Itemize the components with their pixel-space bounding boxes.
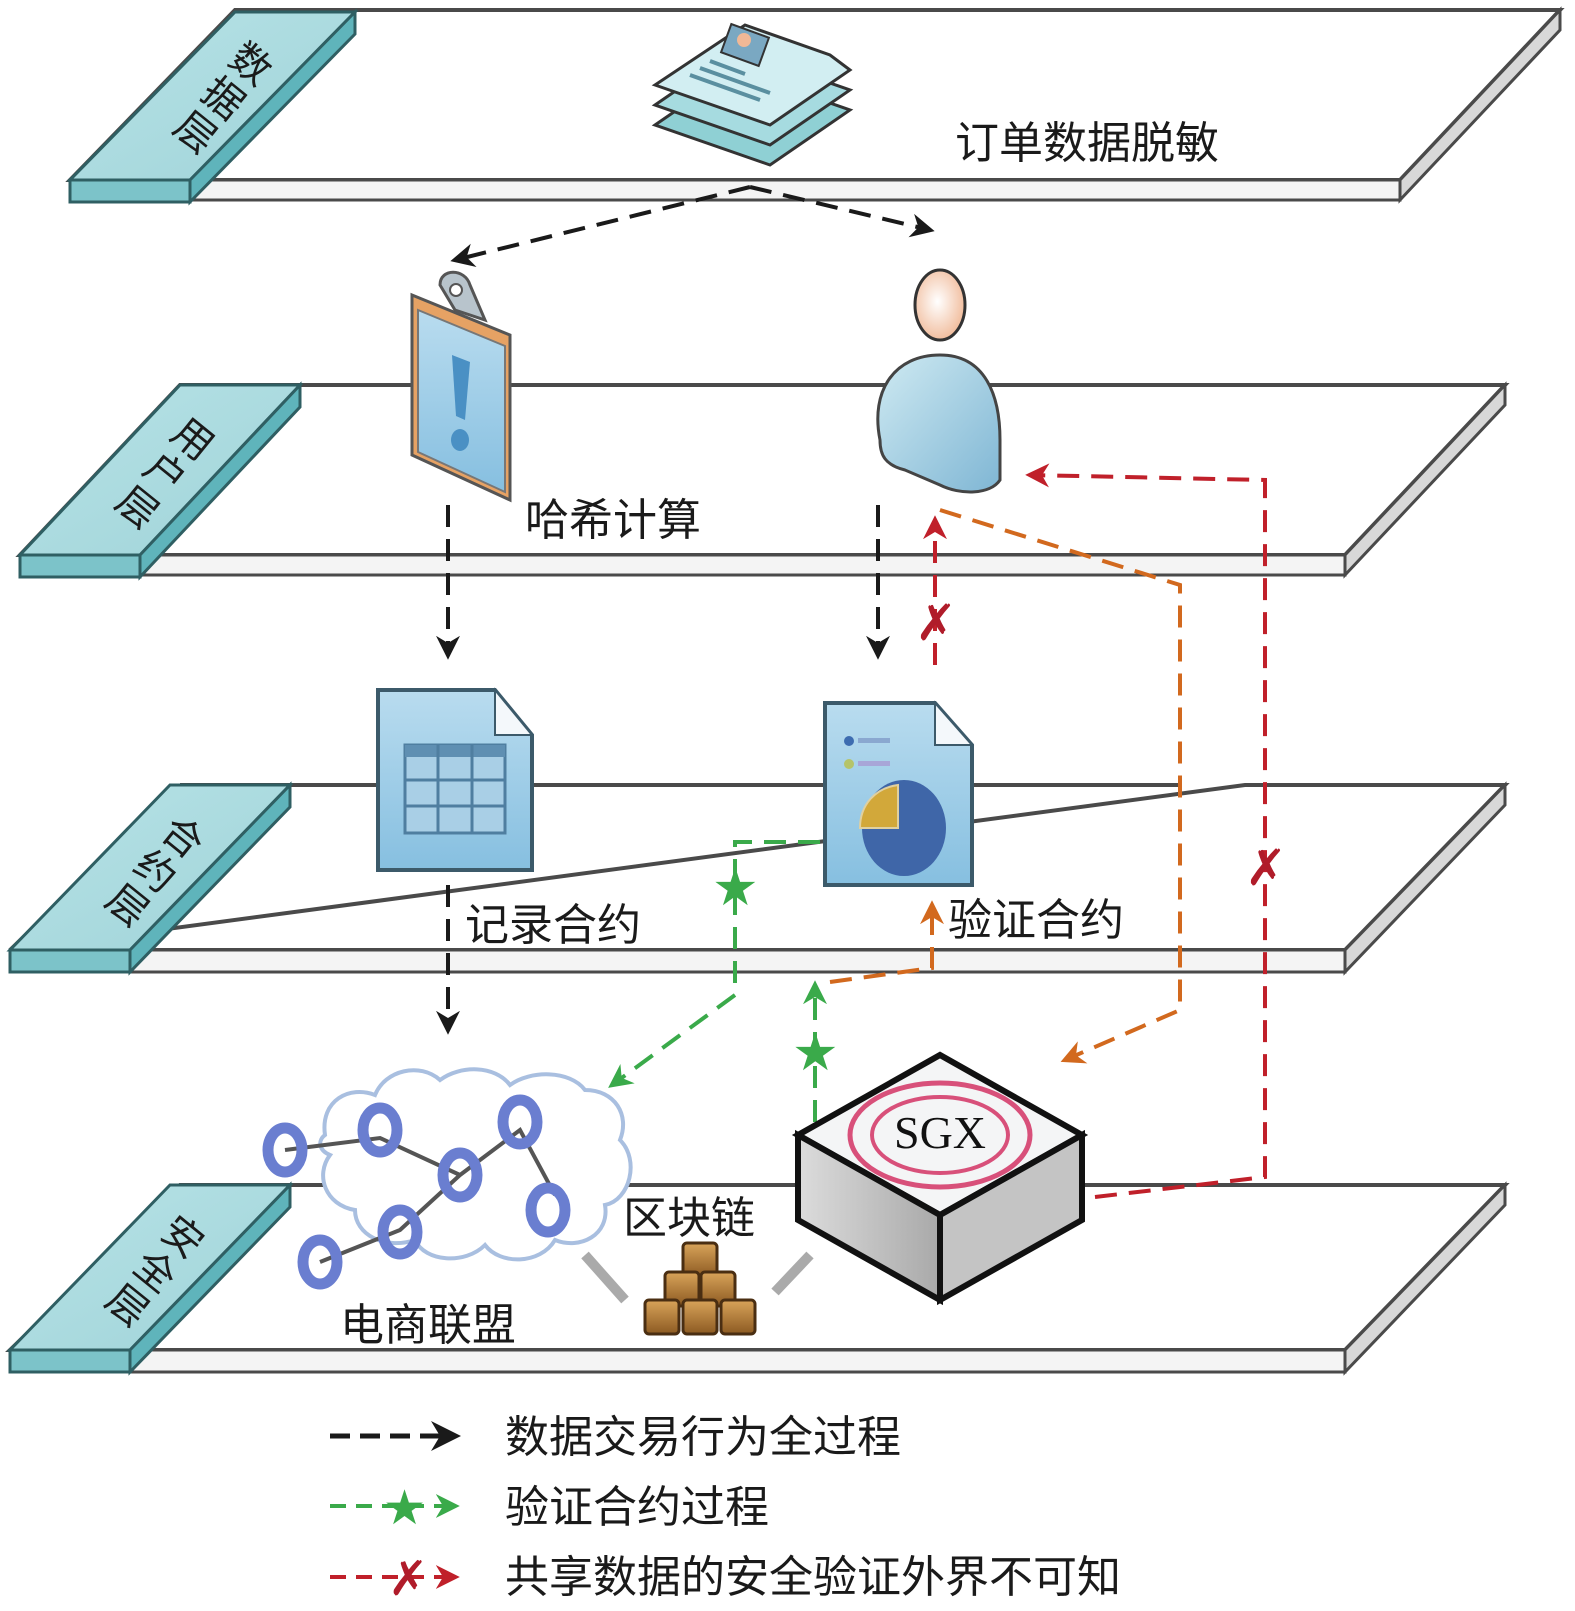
- flow-sgx-to-user-hidden: [1025, 463, 1267, 1199]
- layer-plate-contract: [8, 781, 1510, 976]
- flow-data-to-user: [749, 185, 935, 238]
- node-label-hash: 哈希计算: [525, 495, 701, 546]
- cross-icon: ✗: [388, 1551, 428, 1607]
- node-label-blockchain: 区块链: [623, 1193, 755, 1244]
- document-stack-icon: [651, 22, 854, 167]
- cross-icon: ✗: [1245, 839, 1287, 897]
- flow-verify-to-alliance: [608, 840, 820, 1088]
- legend-label: 验证合约过程: [505, 1482, 769, 1533]
- flow-user-to-sgx: [939, 508, 1182, 1064]
- node-label-alliance: 电商联盟: [340, 1300, 516, 1351]
- legend-item-data-flow: 数据交易行为全过程: [330, 1412, 901, 1463]
- double-arrow-icon: [771, 1251, 814, 1296]
- star-icon: ★: [383, 1480, 426, 1536]
- node-label-record-contract: 记录合约: [465, 900, 641, 951]
- user-icon: [876, 268, 1002, 494]
- node-label-order-data: 订单数据脱敏: [955, 118, 1219, 169]
- cross-icon: ✗: [915, 594, 957, 652]
- legend-item-verify-flow: ★ 验证合约过程: [330, 1480, 769, 1536]
- layer-tab-security[interactable]: 安全层: [6, 1181, 294, 1376]
- legend: 数据交易行为全过程 ★ 验证合约过程 ✗ 共享数据的安全验证外界不可知: [330, 1412, 1121, 1607]
- network-cloud-icon: [262, 1067, 633, 1290]
- star-icon: ★: [792, 1023, 839, 1083]
- flow-to-verify-contract: [829, 900, 944, 984]
- flow-data-to-hash: [450, 185, 751, 268]
- stacked-blocks-icon: [643, 1241, 757, 1336]
- node-label-verify-contract: 验证合约: [948, 895, 1124, 946]
- spreadsheet-document-icon: [376, 687, 535, 872]
- node-label-sgx: SGX: [894, 1107, 986, 1158]
- legend-label: 共享数据的安全验证外界不可知: [505, 1552, 1121, 1603]
- legend-item-hidden-flow: ✗ 共享数据的安全验证外界不可知: [330, 1551, 1121, 1607]
- chart-document-icon: [823, 700, 975, 887]
- legend-label: 数据交易行为全过程: [505, 1412, 901, 1463]
- star-icon: ★: [712, 858, 759, 918]
- sgx-enclave-box-icon: SGX: [791, 1051, 1089, 1306]
- clipboard-alert-icon: [410, 270, 512, 503]
- double-arrow-icon: [581, 1251, 629, 1304]
